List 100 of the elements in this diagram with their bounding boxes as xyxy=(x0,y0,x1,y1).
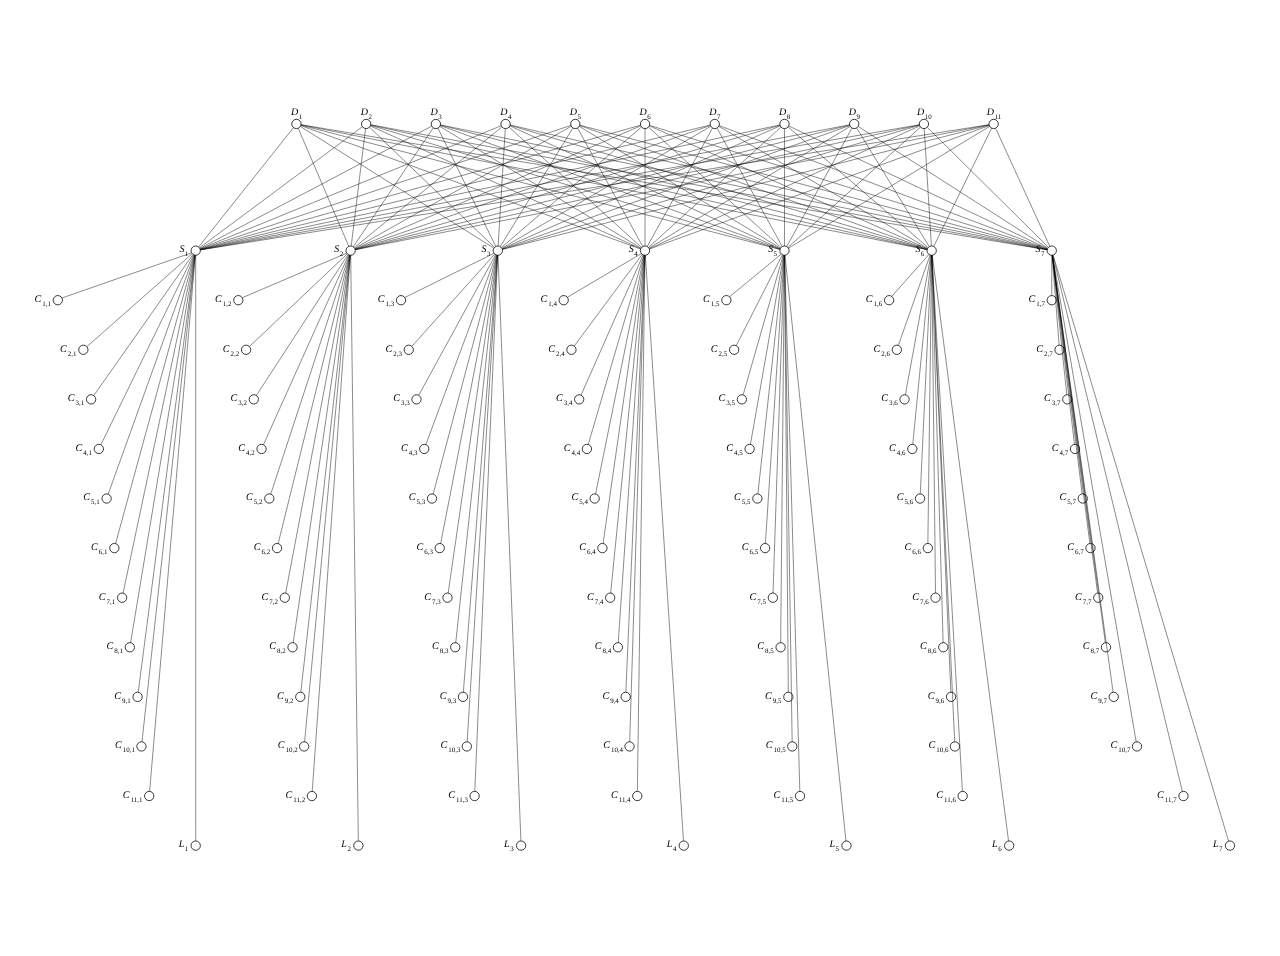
connector xyxy=(115,255,195,544)
node-circle xyxy=(736,394,747,405)
connector xyxy=(644,128,646,247)
connector xyxy=(1052,255,1067,395)
connector xyxy=(1052,255,1083,494)
node-circle xyxy=(403,344,414,355)
connector xyxy=(312,255,351,792)
connector xyxy=(122,255,195,594)
node-circle xyxy=(272,543,283,554)
connector xyxy=(931,255,955,742)
connector xyxy=(107,254,195,495)
node-circle xyxy=(1046,245,1057,256)
node-circle xyxy=(492,245,503,256)
connector xyxy=(404,253,495,298)
connector xyxy=(788,125,1048,249)
connector xyxy=(719,125,1048,250)
node-circle xyxy=(1178,791,1189,802)
connector xyxy=(418,254,496,396)
connector xyxy=(856,127,930,247)
connector xyxy=(256,254,349,396)
connector xyxy=(304,255,351,742)
connector xyxy=(1052,255,1098,594)
connector xyxy=(602,255,645,544)
connector xyxy=(270,254,350,495)
connector xyxy=(1052,255,1091,544)
node-circle xyxy=(597,543,608,554)
connector xyxy=(637,255,646,792)
connector xyxy=(905,255,932,395)
node-circle xyxy=(434,543,445,554)
node-circle xyxy=(279,592,290,603)
connector xyxy=(351,128,366,247)
node-circle xyxy=(907,443,918,454)
connector xyxy=(579,126,781,249)
node-circle xyxy=(52,295,63,306)
node-circle xyxy=(1100,642,1112,653)
connector xyxy=(1052,255,1075,445)
node-circle xyxy=(450,642,461,653)
node-circle xyxy=(930,592,941,603)
connector xyxy=(1052,255,1137,742)
node-circle xyxy=(190,840,201,851)
node-circle xyxy=(1131,741,1142,752)
node-circle xyxy=(345,245,356,256)
node-circle xyxy=(1046,295,1057,306)
connector xyxy=(931,255,963,792)
node-circle xyxy=(709,118,720,129)
node-circle xyxy=(640,118,651,129)
node-circle xyxy=(132,691,143,702)
node-circle xyxy=(516,840,527,851)
node-circle xyxy=(957,791,968,802)
connector xyxy=(932,255,1009,842)
node-circle xyxy=(256,443,267,454)
node-circle xyxy=(787,741,798,752)
connector xyxy=(440,255,498,544)
node-circle xyxy=(1054,344,1065,355)
node-circle xyxy=(918,118,929,129)
node-circle xyxy=(306,791,317,802)
node-circle xyxy=(1093,592,1104,603)
connector xyxy=(1051,255,1060,346)
connector xyxy=(757,255,785,494)
node-circle xyxy=(78,344,89,355)
connector xyxy=(891,254,930,297)
connector xyxy=(497,255,522,841)
connector xyxy=(595,255,645,495)
node-circle xyxy=(938,642,949,653)
connector xyxy=(86,253,193,347)
node-circle xyxy=(589,493,600,504)
node-circle xyxy=(760,543,771,554)
connector xyxy=(784,128,785,247)
connector xyxy=(439,126,642,249)
connector xyxy=(432,254,497,495)
connector xyxy=(300,126,494,249)
connector xyxy=(501,126,711,249)
node-circle xyxy=(729,344,740,355)
connector xyxy=(293,255,351,643)
connector xyxy=(447,255,498,594)
node-circle xyxy=(101,493,112,504)
connector xyxy=(249,253,348,347)
connector xyxy=(647,127,713,247)
connector xyxy=(300,125,641,250)
node-circle xyxy=(1085,543,1096,554)
connector xyxy=(648,126,851,249)
node-circle xyxy=(922,543,933,554)
connector xyxy=(497,128,506,247)
connector xyxy=(742,255,784,396)
node-circle xyxy=(779,118,790,129)
node-circle xyxy=(109,543,120,554)
connector xyxy=(500,127,573,247)
node-circle xyxy=(136,741,147,752)
node-circle xyxy=(1108,691,1119,702)
connector xyxy=(300,255,351,693)
node-circle xyxy=(86,394,97,405)
connector xyxy=(354,126,502,248)
connector xyxy=(788,126,990,249)
connector xyxy=(502,125,850,250)
node-circle xyxy=(419,443,430,454)
connector xyxy=(354,126,572,249)
connector xyxy=(786,127,853,247)
node-circle xyxy=(500,118,511,129)
node-circle xyxy=(640,245,651,256)
connector xyxy=(411,253,495,347)
